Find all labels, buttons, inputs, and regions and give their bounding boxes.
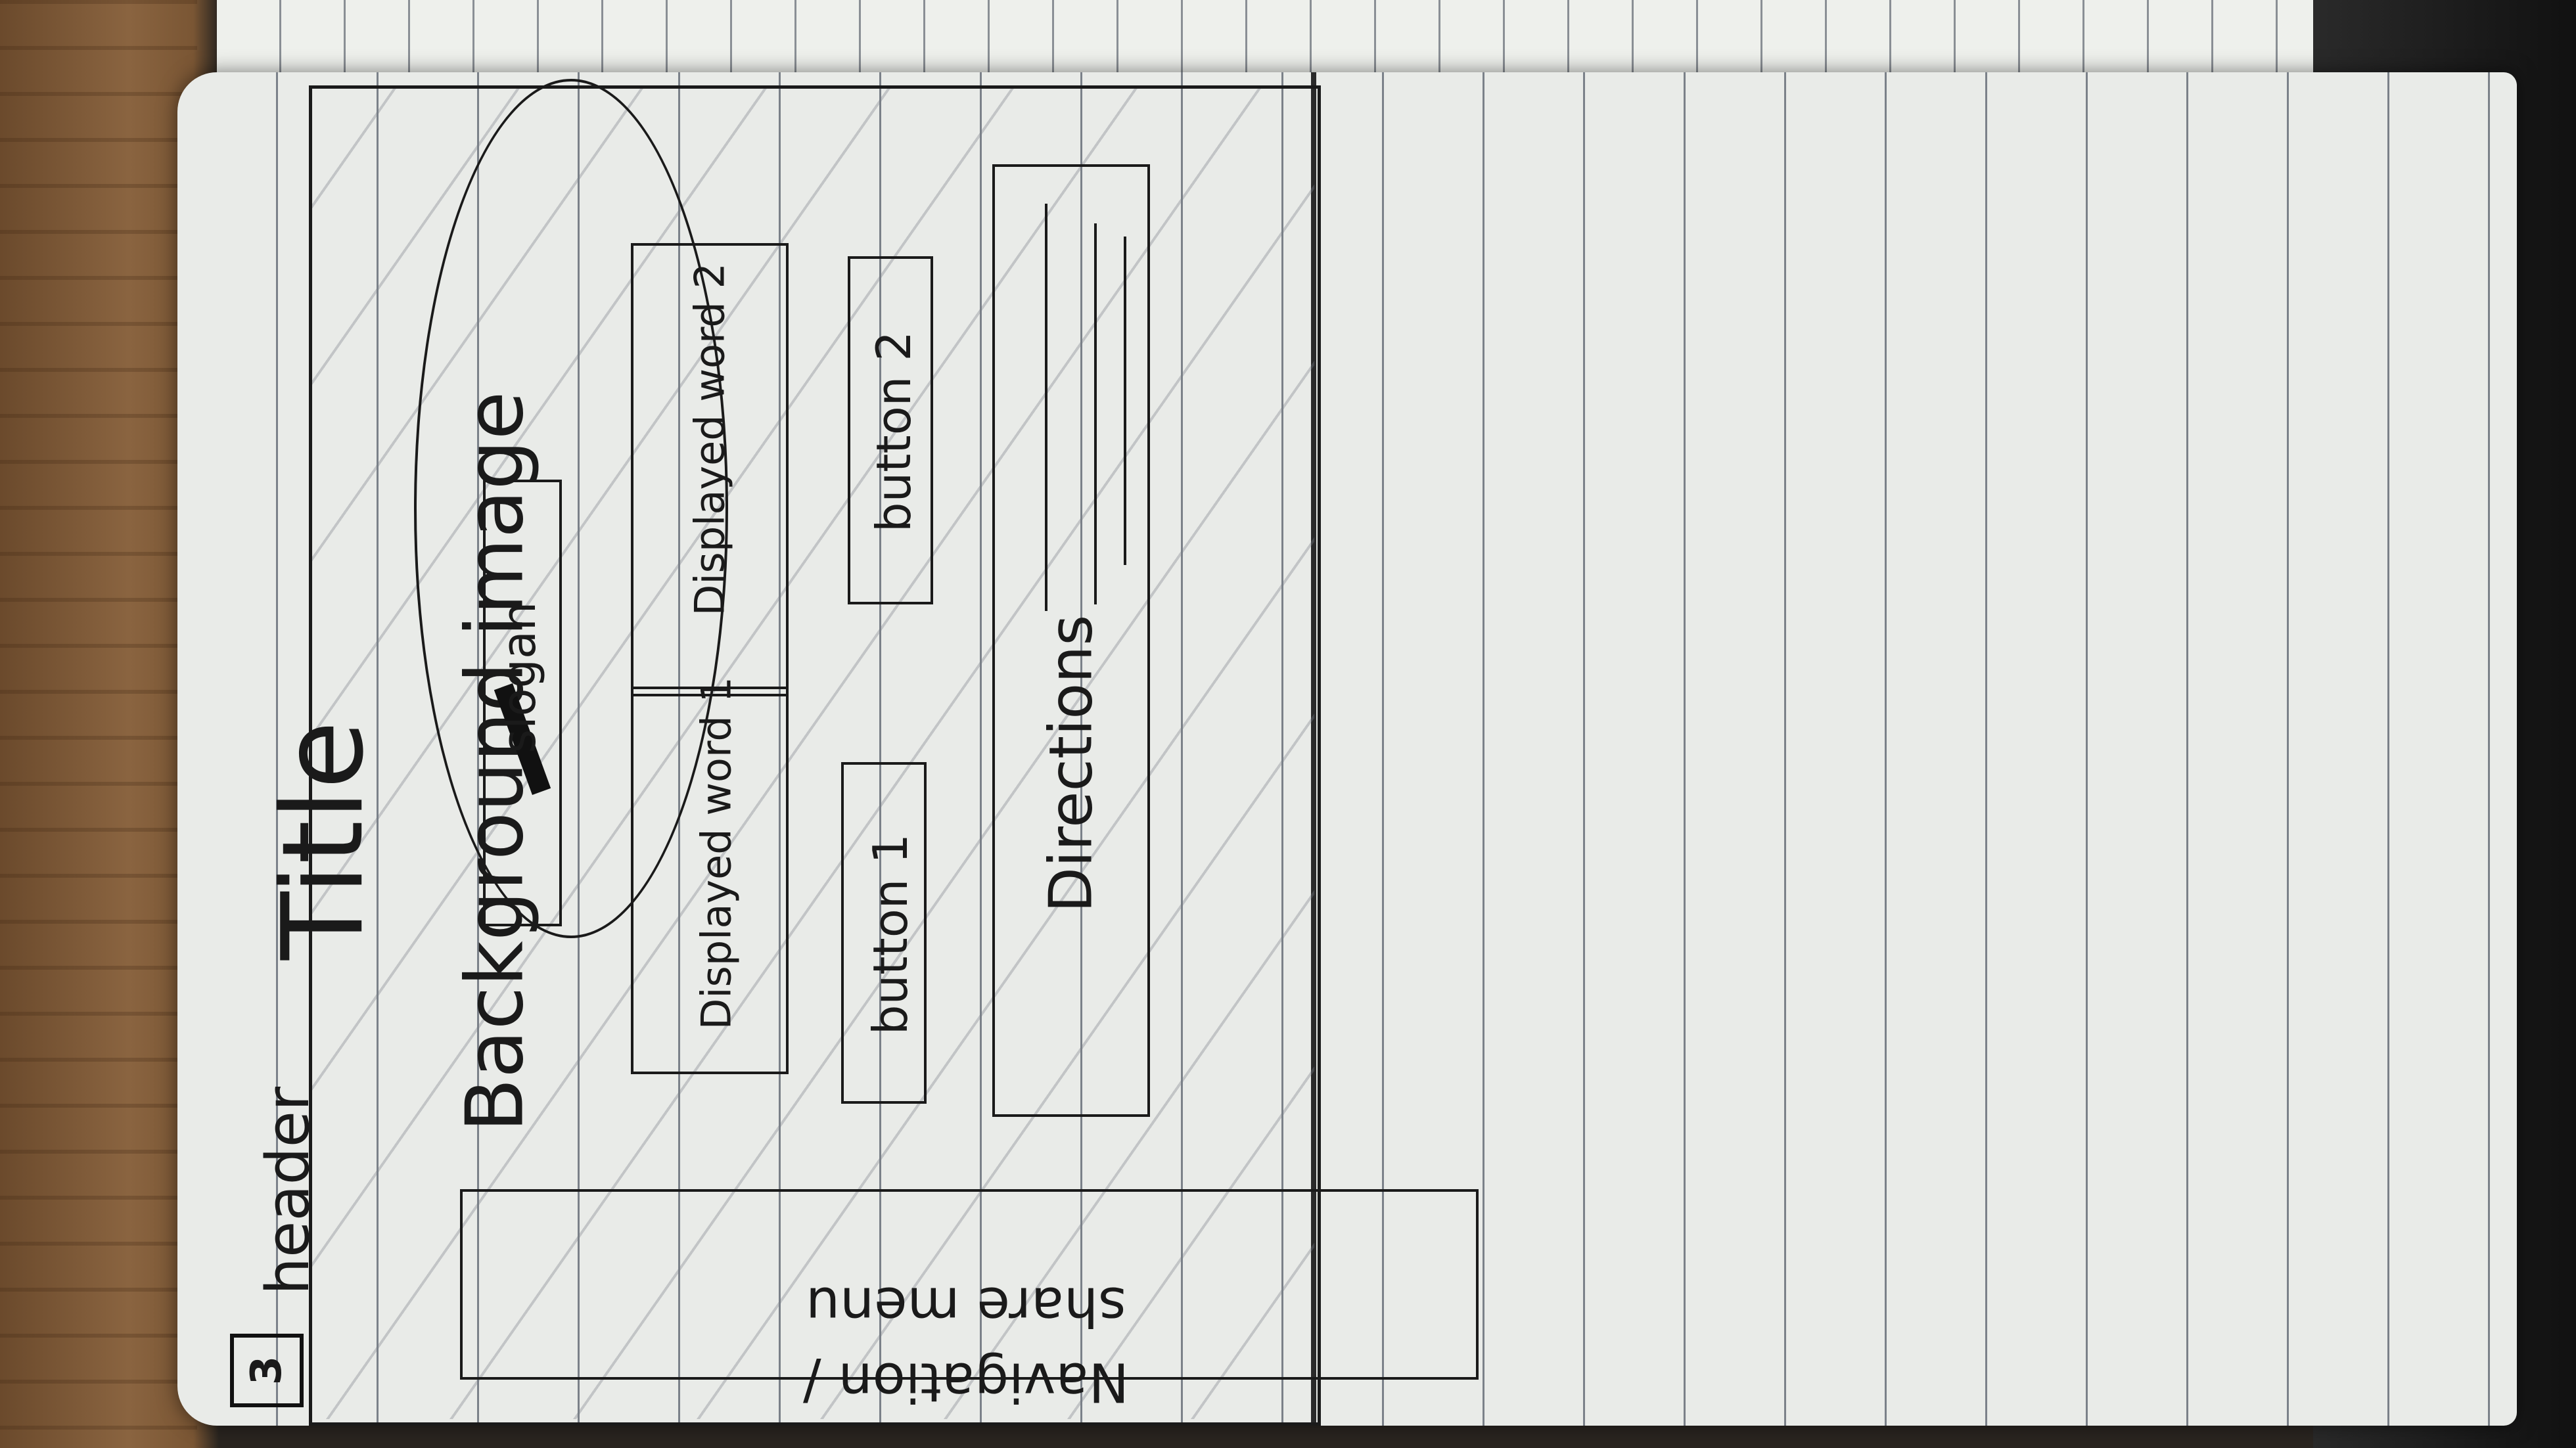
- button-2-label: button 2: [866, 330, 921, 533]
- displayed-word-2-label: Displayed word 2: [685, 263, 734, 616]
- background-image-oval: [414, 79, 728, 938]
- button-1-box: [841, 762, 927, 1104]
- header-label: header: [254, 1086, 323, 1296]
- directions-label: Directions: [1036, 614, 1106, 913]
- displayed-word-1-label: Displayed word 1: [692, 677, 741, 1030]
- nav-menu-line-2: share menu: [806, 1275, 1126, 1338]
- slogan-box: [483, 480, 562, 926]
- facing-notebook-page: [217, 0, 2333, 85]
- nav-menu-line-1: Navigation /: [803, 1350, 1129, 1413]
- wireframe-screen-outline: [309, 85, 1321, 1426]
- page-margin-line: [1311, 72, 1316, 1426]
- notebook-page: 3 header Title Background image slogan D…: [177, 72, 2517, 1426]
- button-1-label: button 1: [863, 833, 918, 1035]
- directions-text-line: [1124, 237, 1126, 565]
- navigation-share-menu-label: Navigation / share menu: [637, 1268, 1295, 1419]
- directions-text-line: [1045, 204, 1047, 611]
- directions-text-line: [1094, 223, 1097, 604]
- navigation-share-menu-box: [460, 1189, 1479, 1380]
- title-label: Title: [258, 720, 389, 961]
- page-number: 3: [230, 1334, 304, 1407]
- slogan-label: slogan: [492, 601, 546, 754]
- displayed-word-1-box: [631, 687, 789, 1074]
- displayed-word-2-box: [631, 243, 789, 696]
- wood-table: [0, 0, 197, 1448]
- directions-box: [992, 164, 1150, 1117]
- button-2-box: [848, 256, 933, 604]
